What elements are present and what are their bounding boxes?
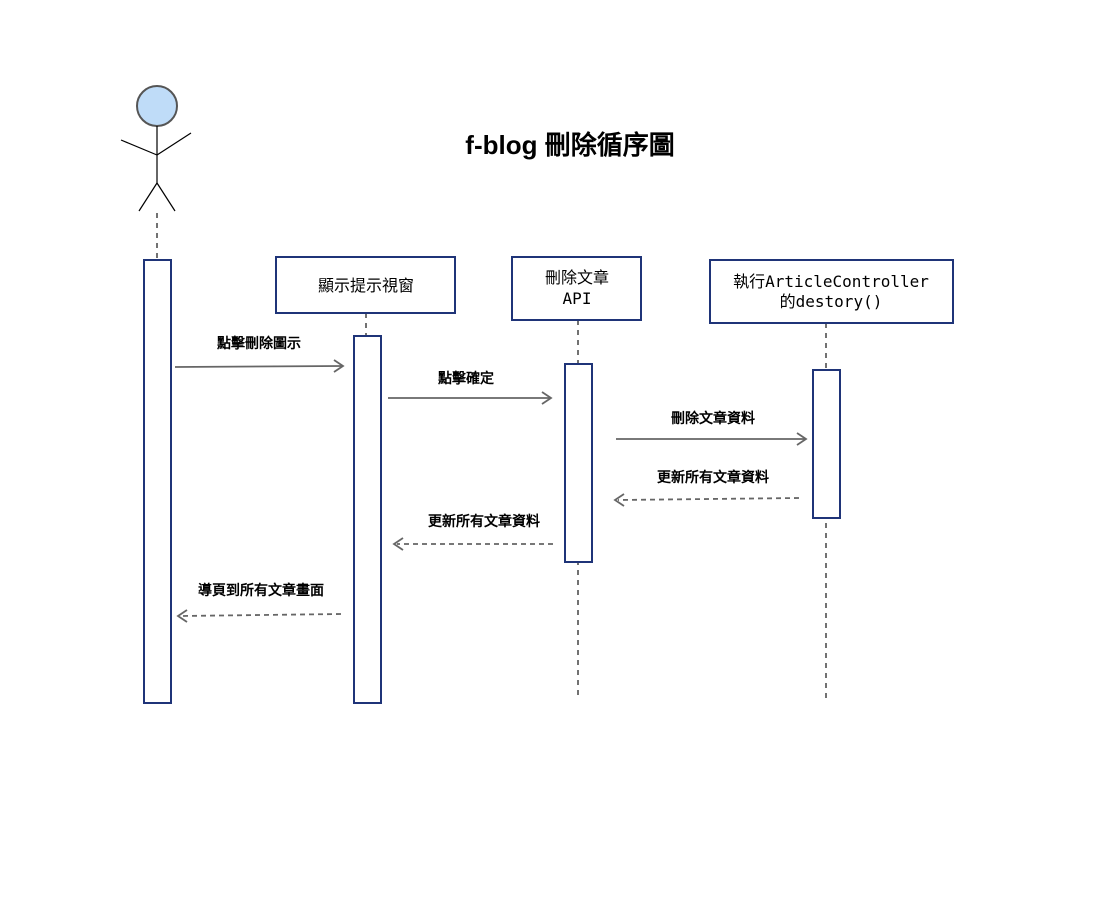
participant-controller-label-line2: 的destory() bbox=[780, 292, 883, 311]
message-return-update-articles-2: 更新所有文章資料 bbox=[392, 513, 553, 551]
participant-api-label-line1: 刪除文章 bbox=[545, 268, 609, 287]
participant-api-box: 刪除文章 API bbox=[511, 256, 642, 321]
participant-dialog-box: 顯示提示視窗 bbox=[275, 256, 456, 314]
message-label: 刪除文章資料 bbox=[671, 410, 755, 427]
message-label: 導頁到所有文章畫面 bbox=[198, 582, 324, 599]
message-click-delete-icon: 點擊刪除圖示 bbox=[174, 335, 345, 373]
diagram-title: f-blog 刪除循序圖 bbox=[465, 130, 674, 160]
participant-controller-box: 執行ArticleController 的destory() bbox=[709, 259, 954, 324]
actor-user-icon bbox=[120, 85, 192, 212]
message-click-confirm: 點擊確定 bbox=[388, 370, 553, 405]
activation-api bbox=[564, 363, 593, 563]
participant-dialog-label: 顯示提示視窗 bbox=[318, 276, 414, 295]
message-label: 更新所有文章資料 bbox=[657, 469, 769, 486]
participant-api-label-line2: API bbox=[563, 289, 592, 308]
message-label: 點擊刪除圖示 bbox=[217, 335, 301, 352]
message-return-redirect: 導頁到所有文章畫面 bbox=[176, 582, 342, 623]
message-label: 點擊確定 bbox=[438, 370, 494, 387]
message-delete-article-data: 刪除文章資料 bbox=[616, 410, 808, 446]
message-label: 更新所有文章資料 bbox=[428, 513, 540, 530]
activation-controller bbox=[812, 369, 841, 519]
activation-user bbox=[143, 259, 172, 704]
activation-dialog bbox=[353, 335, 382, 704]
message-return-update-articles-1: 更新所有文章資料 bbox=[613, 469, 800, 507]
participant-controller-label-line1: 執行ArticleController bbox=[733, 272, 929, 291]
